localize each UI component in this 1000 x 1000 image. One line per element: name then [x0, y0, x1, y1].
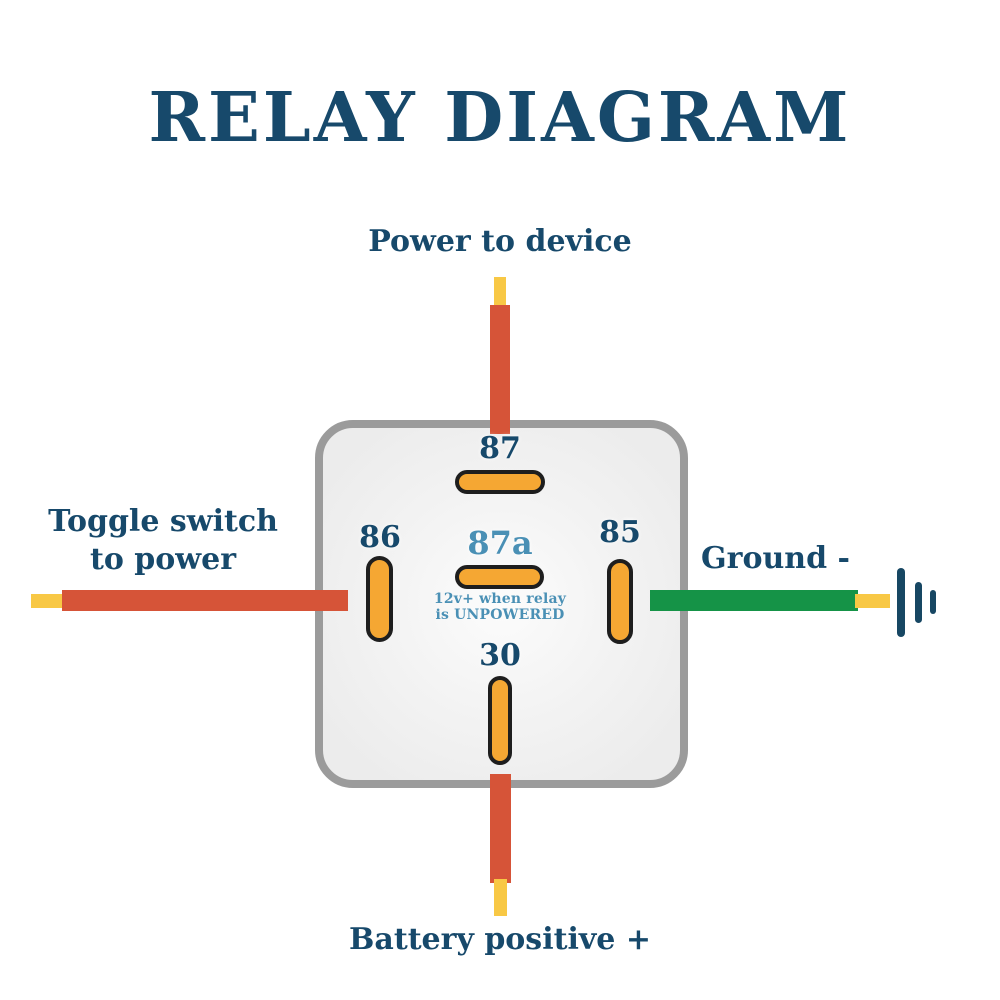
pin-85-label: 85 — [599, 515, 641, 550]
top-wire-yellow-tip — [494, 277, 506, 311]
ground-bar-short — [930, 590, 936, 614]
toggle-switch-label-line1: Toggle switch — [48, 504, 278, 539]
bottom-wire-yellow-tip — [494, 879, 507, 916]
pin-30-label: 30 — [479, 638, 521, 673]
pin-86-terminal — [366, 556, 393, 642]
pin-85-terminal — [607, 559, 633, 644]
ground-bar-medium — [915, 582, 922, 623]
toggle-switch-label-line2: to power — [89, 542, 236, 578]
bottom-wire-red — [490, 774, 511, 883]
left-wire-red — [62, 590, 348, 611]
relay-87a-note-line2: is UNPOWERED — [435, 606, 565, 623]
power-to-device-label: Power to device — [368, 224, 632, 259]
pin-30-terminal — [488, 676, 512, 765]
right-wire-green — [650, 590, 858, 611]
chassis-ground-icon — [895, 565, 945, 641]
pin-87-label: 87 — [479, 431, 521, 466]
pin-86-label: 86 — [359, 520, 401, 555]
left-wire-yellow-tip — [31, 594, 64, 608]
relay-87a-note: 12v+ when relay is UNPOWERED — [395, 591, 605, 623]
pin-87a-terminal — [455, 565, 544, 589]
toggle-switch-label: Toggle switch to power — [23, 503, 303, 579]
right-wire-yellow-tip — [855, 594, 890, 608]
page-title: RELAY DIAGRAM — [148, 78, 852, 158]
relay-87a-note-line1: 12v+ when relay — [433, 591, 567, 607]
ground-label: Ground - — [701, 541, 850, 576]
pin-87a-label: 87a — [467, 524, 533, 562]
battery-positive-label: Battery positive + — [349, 922, 651, 957]
ground-bar-long — [897, 568, 905, 637]
pin-87-terminal — [455, 470, 545, 494]
top-wire-red — [490, 305, 510, 434]
